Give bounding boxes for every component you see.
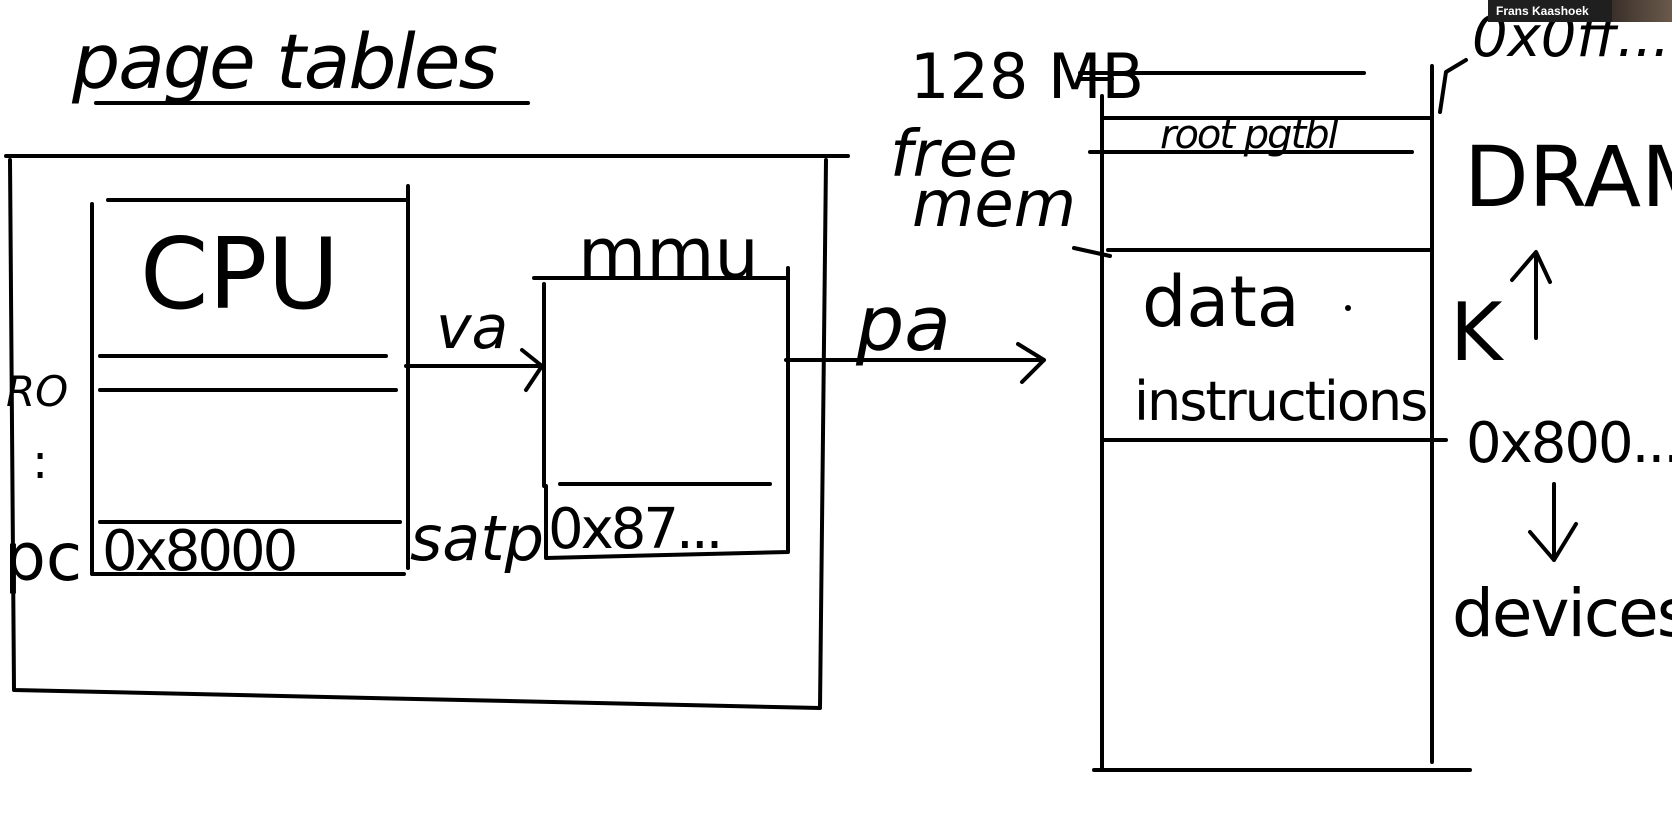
machine-box bbox=[4, 154, 850, 710]
presenter-video-tile: Frans Kaashoek bbox=[1488, 0, 1672, 22]
kernel-base-address: 0x800... bbox=[1466, 411, 1672, 476]
satp-label: satp bbox=[410, 502, 544, 575]
root-pgtbl-label: root pgtbl bbox=[1160, 112, 1339, 158]
presenter-name: Frans Kaashoek bbox=[1496, 4, 1589, 18]
pa-arrow bbox=[784, 342, 1046, 384]
data-dot bbox=[1345, 305, 1351, 311]
pc-value: 0x8000 bbox=[102, 519, 295, 584]
up-arrow bbox=[1510, 250, 1552, 340]
top-address-bracket bbox=[1438, 58, 1468, 114]
devices-label: devices bbox=[1452, 575, 1672, 652]
cpu-box bbox=[90, 184, 410, 576]
k-label: K bbox=[1450, 286, 1505, 379]
free-mem-pointer bbox=[1072, 246, 1112, 258]
satp-value: 0x87... bbox=[548, 497, 720, 562]
cpu-label: CPU bbox=[140, 218, 339, 332]
pa-label: pa bbox=[855, 279, 951, 368]
memory-column bbox=[1092, 64, 1472, 772]
title-text: page tables bbox=[71, 17, 496, 106]
data-label: data bbox=[1142, 261, 1300, 343]
presenter-video-thumbnail bbox=[1612, 0, 1672, 22]
instructions-label: instructions bbox=[1134, 370, 1426, 433]
mmu-label: mmu bbox=[578, 213, 759, 295]
down-arrow bbox=[1528, 482, 1578, 562]
va-label: va bbox=[436, 293, 508, 363]
dram-label: DRAM bbox=[1464, 128, 1672, 226]
free-mem-label-line1: free bbox=[890, 118, 1018, 192]
pc-label: pc bbox=[4, 519, 82, 596]
mmu-box bbox=[532, 266, 790, 560]
free-mem-label-line2: mem bbox=[912, 168, 1076, 242]
register-ellipsis: : bbox=[32, 434, 48, 490]
register-label: RO bbox=[6, 367, 68, 416]
memory-size-label: 128 MB bbox=[910, 40, 1144, 113]
